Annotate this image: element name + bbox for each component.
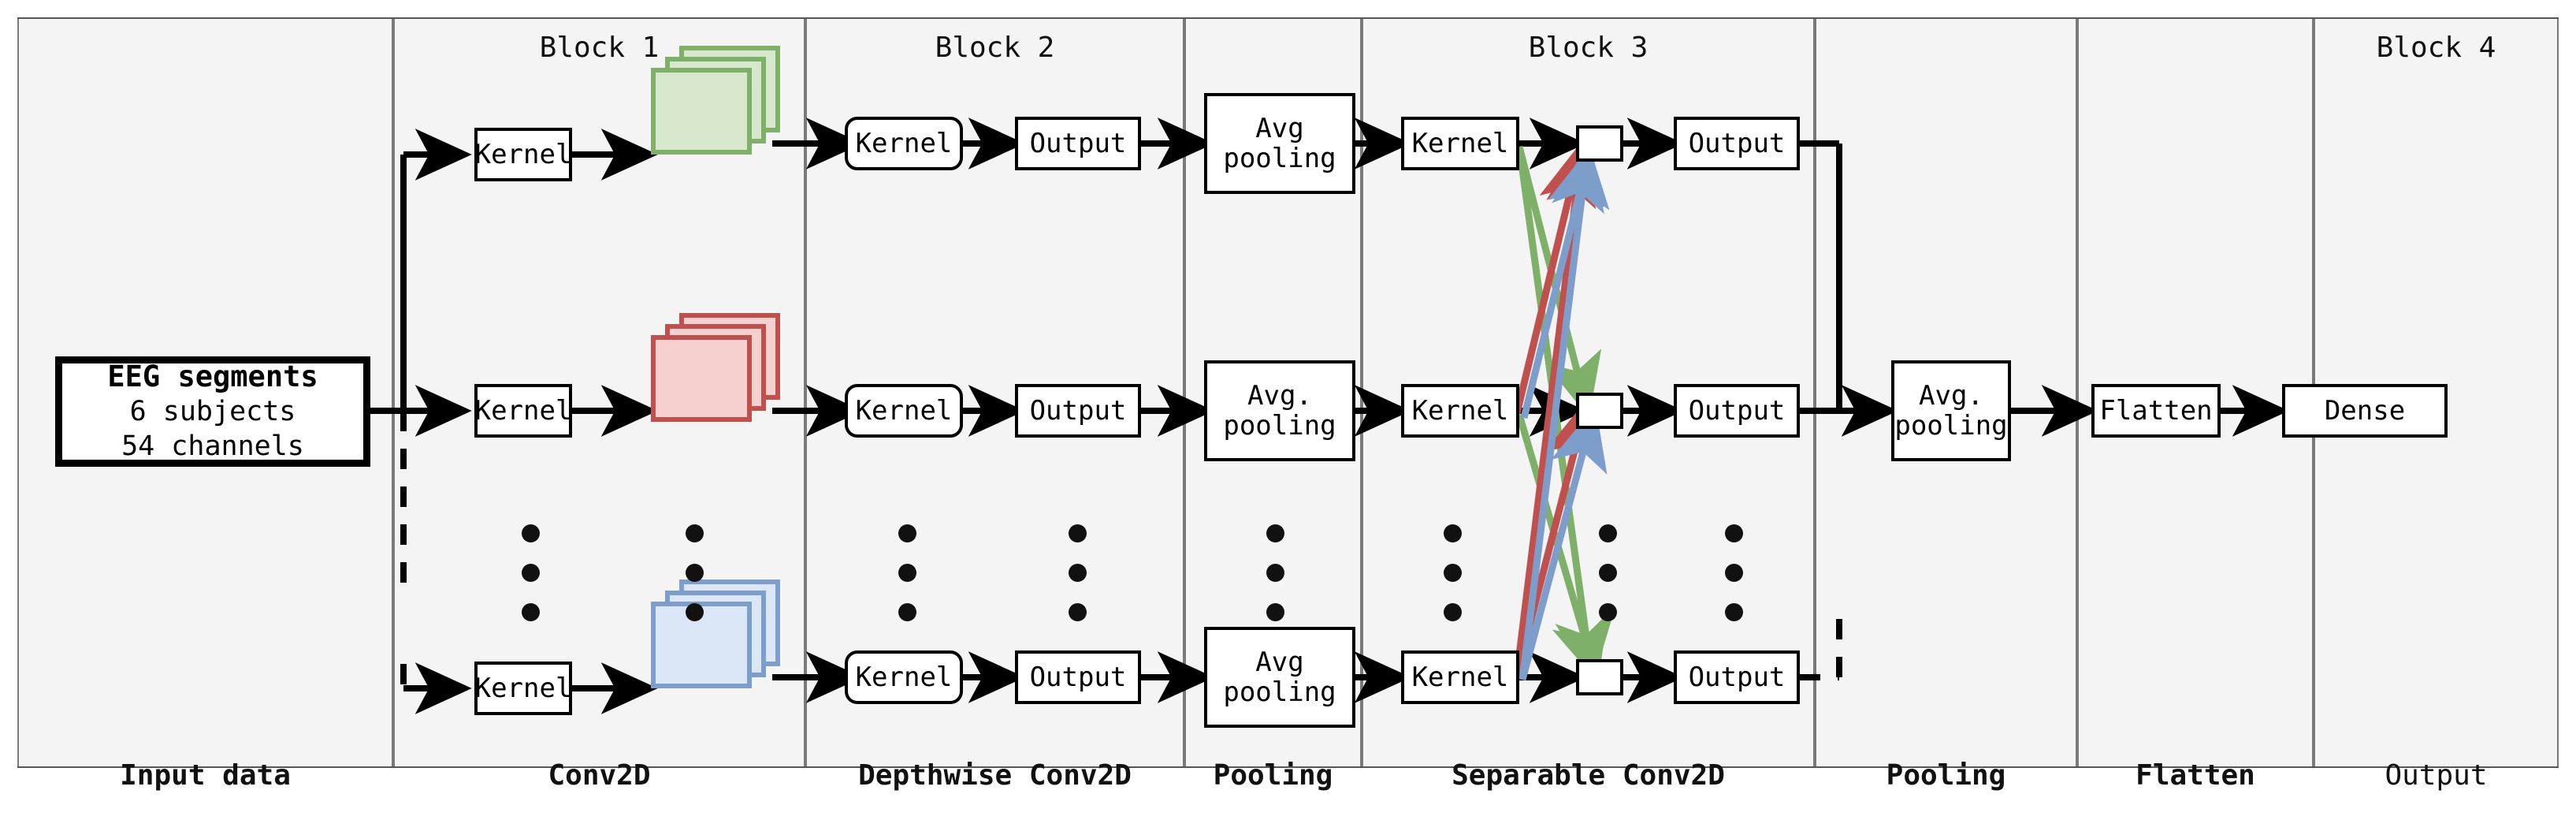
input-eeg-segments-box: EEG segments 6 subjects 54 channels — [55, 356, 370, 467]
ellipsis-dot — [1599, 524, 1617, 542]
ellipsis-depthwise-kernel — [898, 524, 916, 621]
ellipsis-dot — [1444, 524, 1462, 542]
column-footer-flatten: Flatten — [2136, 759, 2255, 792]
column-header-conv2d: Block 1 — [539, 32, 660, 64]
separable-kernel-bottom: Kernel — [1401, 650, 1519, 704]
pooling1-avg-bottom: Avg pooling — [1204, 627, 1355, 728]
depthwise-kernel-top: Kernel — [845, 117, 963, 170]
ellipsis-dot — [686, 564, 704, 582]
flatten-box: Flatten — [2091, 384, 2221, 438]
ellipsis-conv2d-kernel — [522, 524, 540, 621]
ellipsis-dot — [898, 564, 916, 582]
separable-output-top: Output — [1674, 117, 1800, 170]
pooling1-avg-top: Avg pooling — [1204, 93, 1355, 194]
ellipsis-dot — [1266, 564, 1284, 582]
separable-concat-top — [1576, 125, 1623, 162]
depthwise-kernel-middle: Kernel — [845, 384, 963, 438]
column-footer-pooling2: Pooling — [1886, 759, 2006, 792]
ellipsis-dot — [1069, 603, 1087, 621]
ellipsis-dot — [522, 603, 540, 621]
ellipsis-dot — [1444, 603, 1462, 621]
column-header-separable: Block 3 — [1528, 32, 1649, 64]
feature-map-card — [651, 335, 752, 422]
depthwise-kernel-bottom: Kernel — [845, 650, 963, 704]
column-footer-separable: Separable Conv2D — [1452, 759, 1725, 792]
input-channels: 54 channels — [121, 430, 304, 463]
column-footer-pooling1: Pooling — [1213, 759, 1333, 792]
ellipsis-dot — [522, 524, 540, 542]
dense-box: Dense — [2282, 384, 2448, 438]
feature-map-stack-blue — [651, 580, 785, 690]
depthwise-output-middle: Output — [1015, 384, 1141, 438]
ellipsis-dot — [686, 524, 704, 542]
ellipsis-pooling1 — [1266, 524, 1284, 621]
feature-map-stack-green — [651, 46, 785, 156]
conv2d-kernel-bottom: Kernel — [474, 662, 572, 715]
ellipsis-dot — [1444, 564, 1462, 582]
ellipsis-dot — [686, 603, 704, 621]
depthwise-output-bottom: Output — [1015, 650, 1141, 704]
separable-output-bottom: Output — [1674, 650, 1800, 704]
ellipsis-depthwise-output — [1069, 524, 1087, 621]
bottom-divider — [17, 766, 2559, 768]
separable-concat-bottom — [1576, 659, 1623, 695]
feature-map-card — [651, 68, 752, 155]
input-title: EEG segments — [107, 360, 318, 394]
separable-kernel-middle: Kernel — [1401, 384, 1519, 438]
ellipsis-dot — [1725, 564, 1743, 582]
separable-kernel-top: Kernel — [1401, 117, 1519, 170]
pooling1-avg-middle: Avg. pooling — [1204, 360, 1355, 461]
column-header-output: Block 4 — [2376, 32, 2496, 64]
ellipsis-dot — [1725, 524, 1743, 542]
conv2d-kernel-middle: Kernel — [474, 384, 572, 438]
ellipsis-dot — [1725, 603, 1743, 621]
ellipsis-dot — [1069, 524, 1087, 542]
ellipsis-dot — [898, 603, 916, 621]
ellipsis-dot — [1599, 603, 1617, 621]
ellipsis-separable-kernel — [1444, 524, 1462, 621]
depthwise-output-top: Output — [1015, 117, 1141, 170]
column-header-depthwise: Block 2 — [935, 32, 1055, 64]
column-footer-conv2d: Conv2D — [548, 759, 651, 792]
ellipsis-dot — [1069, 564, 1087, 582]
column-footer-input: Input data — [120, 759, 291, 792]
ellipsis-conv2d-stack — [686, 524, 704, 621]
conv2d-kernel-top: Kernel — [474, 128, 572, 181]
top-divider — [17, 17, 2559, 19]
column-footer-depthwise: Depthwise Conv2D — [858, 759, 1132, 792]
separable-concat-middle — [1576, 393, 1623, 429]
feature-map-stack-red — [651, 313, 785, 423]
pooling2-avg: Avg. pooling — [1891, 360, 2011, 461]
ellipsis-dot — [1266, 603, 1284, 621]
column-footer-output: Output — [2385, 759, 2488, 792]
ellipsis-dot — [1266, 524, 1284, 542]
ellipsis-dot — [522, 564, 540, 582]
separable-output-middle: Output — [1674, 384, 1800, 438]
ellipsis-dot — [1599, 564, 1617, 582]
ellipsis-separable-concat — [1599, 524, 1617, 621]
input-subjects: 6 subjects — [129, 396, 296, 428]
ellipsis-separable-output — [1725, 524, 1743, 621]
ellipsis-dot — [898, 524, 916, 542]
